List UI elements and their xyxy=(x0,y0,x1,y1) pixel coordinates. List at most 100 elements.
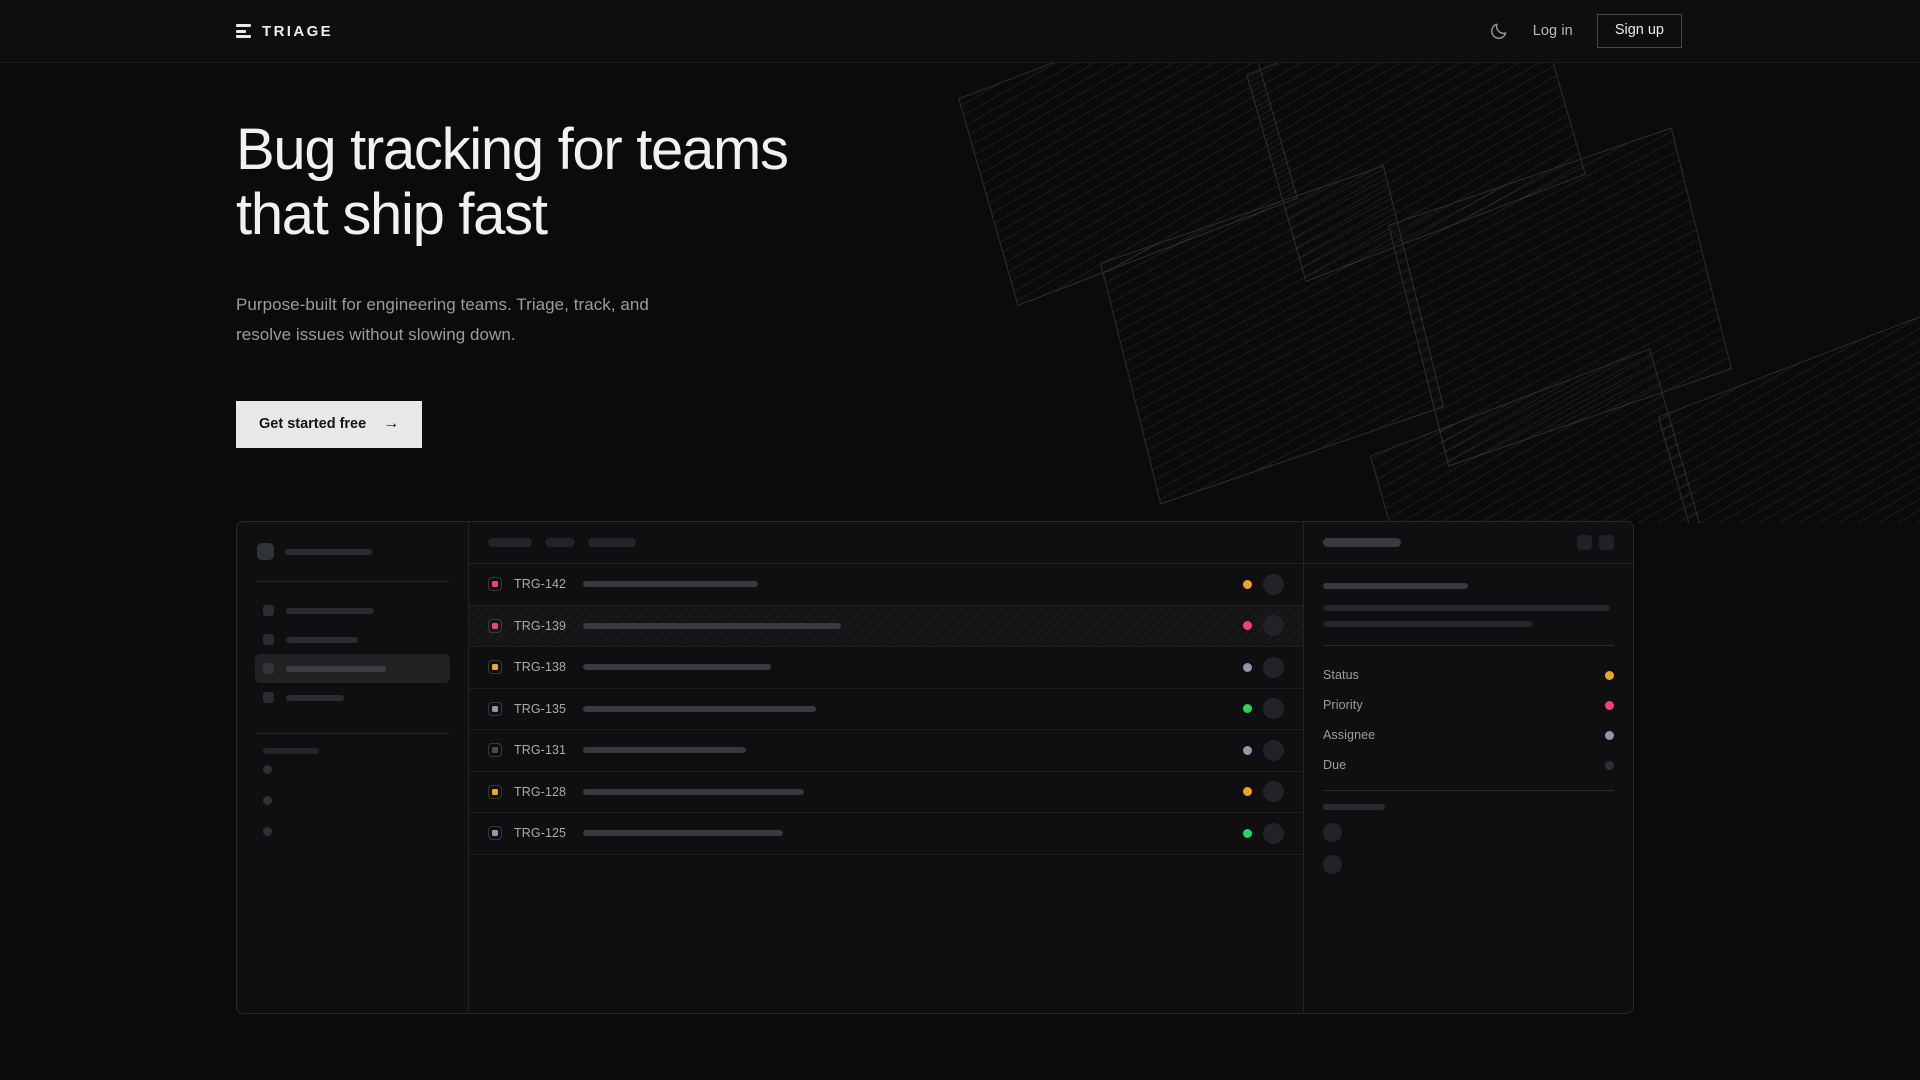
sidebar-item-1[interactable] xyxy=(255,625,450,654)
list-header-control-1[interactable] xyxy=(545,538,575,547)
sidebar-item-label-placeholder xyxy=(286,607,374,614)
assignee-avatar xyxy=(1263,739,1284,761)
sidebar-item-3[interactable] xyxy=(255,683,450,712)
status-dot xyxy=(1243,621,1252,631)
sidebar-workspace-placeholder xyxy=(285,548,373,555)
issue-row-meta xyxy=(1243,615,1284,637)
issue-row[interactable]: TRG-138 xyxy=(469,647,1303,689)
issue-id: TRG-139 xyxy=(514,618,567,633)
triage-logo-icon xyxy=(236,24,251,38)
issue-row[interactable]: TRG-139 xyxy=(469,605,1303,647)
issue-id: TRG-125 xyxy=(514,826,567,841)
assignee-avatar xyxy=(1263,822,1284,844)
issue-row[interactable]: TRG-135 xyxy=(469,689,1303,730)
detail-desc-line xyxy=(1323,605,1610,611)
sidebar-mini-item-1[interactable] xyxy=(255,785,450,816)
assignee-avatar xyxy=(1263,656,1284,678)
sidebar-divider xyxy=(255,581,450,582)
arrow-right-icon: → xyxy=(383,415,400,433)
issue-title-placeholder xyxy=(583,705,816,712)
priority-badge-icon xyxy=(488,743,502,758)
detail-desc-line xyxy=(1323,621,1533,627)
detail-field-value-dot xyxy=(1605,730,1614,740)
sidebar-mini-item-2[interactable] xyxy=(255,816,450,847)
activity-avatar xyxy=(1323,823,1342,842)
sidebar-mini-list xyxy=(255,754,450,847)
sidebar-section-label-placeholder xyxy=(263,748,319,754)
issue-row[interactable]: TRG-142 xyxy=(469,564,1303,606)
sidebar-mini-icon xyxy=(263,796,272,805)
sidebar-nav-list xyxy=(255,596,450,712)
get-started-button[interactable]: Get started free → xyxy=(236,400,423,448)
issue-title-placeholder xyxy=(583,788,804,795)
hero-subheading: Purpose-built for engineering teams. Tri… xyxy=(236,295,649,344)
sidebar-item-label-placeholder xyxy=(286,636,358,643)
sidebar-item-2[interactable] xyxy=(255,654,450,683)
hero-decorative-panels xyxy=(940,63,1920,523)
assignee-avatar xyxy=(1263,573,1284,595)
issue-row-meta xyxy=(1243,781,1284,803)
issue-row[interactable]: TRG-125 xyxy=(469,813,1303,855)
top-navigation-bar: TRIAGE Log in Sign up xyxy=(0,0,1920,63)
detail-title-placeholder xyxy=(1323,538,1401,547)
detail-field-label: Assignee xyxy=(1323,728,1376,742)
list-header-control-2[interactable] xyxy=(588,538,636,547)
detail-field-due[interactable]: Due xyxy=(1323,750,1614,780)
list-header-control-0[interactable] xyxy=(488,538,532,547)
issue-row[interactable]: TRG-131 xyxy=(469,730,1303,772)
issue-id: TRG-131 xyxy=(514,743,567,758)
priority-badge-icon xyxy=(488,577,502,592)
nav-actions: Log in Sign up xyxy=(1489,14,1682,48)
sidebar-item-label-placeholder xyxy=(286,694,344,701)
square-button-1[interactable] xyxy=(1577,535,1592,550)
decor-panel xyxy=(958,63,1298,306)
sidebar-divider-2 xyxy=(255,733,450,734)
issue-title-placeholder xyxy=(583,622,841,629)
detail-field-label: Priority xyxy=(1323,698,1363,712)
sidebar-item-label-placeholder xyxy=(286,665,386,672)
issue-row-meta xyxy=(1243,698,1284,720)
issue-id: TRG-142 xyxy=(514,577,567,592)
activity-avatar xyxy=(1323,855,1342,874)
status-dot xyxy=(1243,662,1252,672)
priority-badge-icon xyxy=(488,701,502,716)
hero-section: Bug tracking for teams that ship fast Pu… xyxy=(236,117,789,448)
sidebar-brand-row[interactable] xyxy=(255,539,450,560)
status-dot xyxy=(1243,579,1252,589)
decor-panel xyxy=(1369,348,1715,523)
brand-name: TRIAGE xyxy=(262,22,334,40)
sidebar-item-icon xyxy=(263,663,274,674)
detail-field-priority[interactable]: Priority xyxy=(1323,690,1614,720)
sidebar-item-0[interactable] xyxy=(255,596,450,625)
brand-logo[interactable]: TRIAGE xyxy=(236,23,333,40)
detail-field-value-dot xyxy=(1605,670,1614,680)
issue-row[interactable]: TRG-128 xyxy=(469,772,1303,813)
detail-field-status[interactable]: Status xyxy=(1323,660,1614,690)
square-button-2[interactable] xyxy=(1599,535,1614,550)
issue-title-placeholder xyxy=(583,664,771,671)
sidebar-mini-icon xyxy=(263,765,272,774)
decor-panel xyxy=(1100,165,1444,505)
sidebar-mini-item-0[interactable] xyxy=(255,754,450,785)
issue-id: TRG-135 xyxy=(514,701,567,716)
detail-issue-title-placeholder xyxy=(1323,583,1468,589)
status-dot xyxy=(1243,828,1252,838)
detail-field-assignee[interactable]: Assignee xyxy=(1323,720,1614,750)
assignee-avatar xyxy=(1263,781,1284,803)
issue-row-meta xyxy=(1243,656,1284,678)
hero-heading: Bug tracking for teams that ship fast xyxy=(236,117,789,247)
moon-icon[interactable] xyxy=(1489,21,1509,41)
signup-button[interactable]: Sign up xyxy=(1596,14,1682,48)
issue-row-meta xyxy=(1243,822,1284,844)
status-dot xyxy=(1243,704,1252,714)
assignee-avatar xyxy=(1263,698,1284,720)
detail-divider-2 xyxy=(1323,790,1614,791)
issue-id: TRG-138 xyxy=(514,660,567,675)
login-link[interactable]: Log in xyxy=(1532,23,1573,39)
sidebar-logo-icon xyxy=(257,543,274,560)
detail-field-label: Status xyxy=(1323,668,1360,682)
status-dot xyxy=(1243,787,1252,797)
